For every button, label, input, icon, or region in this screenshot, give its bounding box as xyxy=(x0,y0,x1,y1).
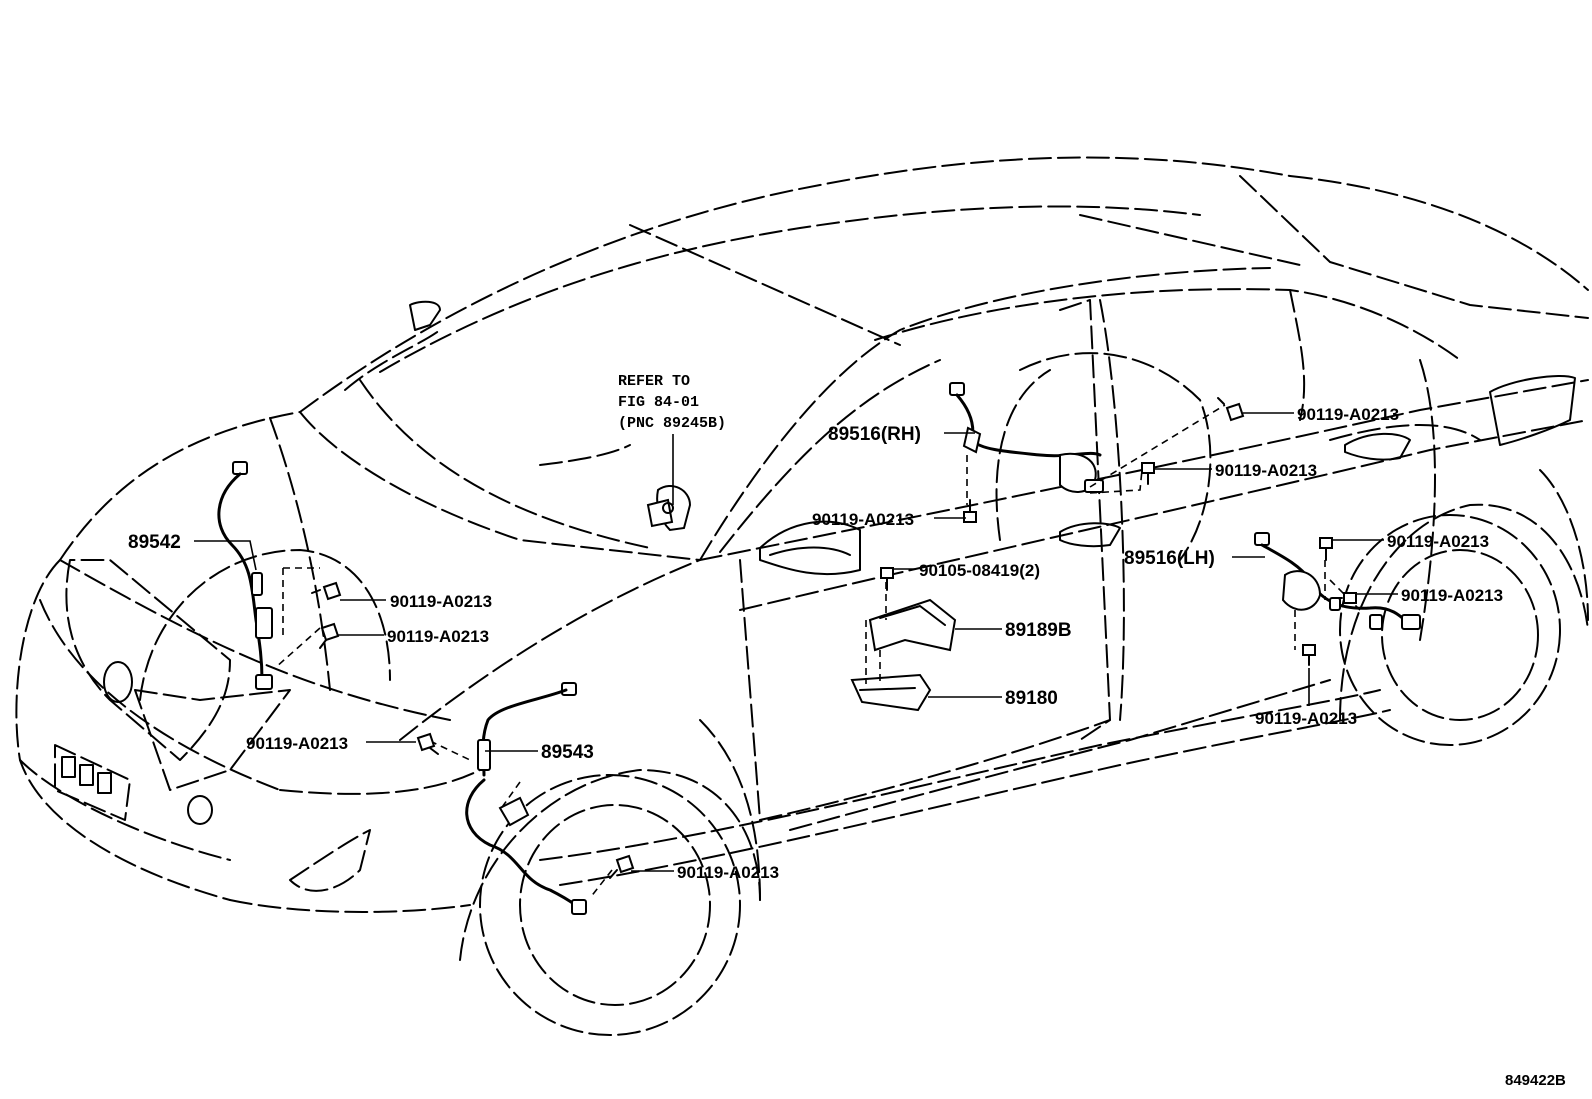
bolt-icon xyxy=(880,567,894,591)
label-89516-lh: 89516(LH) xyxy=(1124,548,1215,569)
bolt-icon xyxy=(1319,537,1333,561)
module-bracket-assembly xyxy=(850,582,957,712)
bolt-icon xyxy=(1302,644,1316,666)
leader-lines xyxy=(194,412,1398,872)
bolt-icon xyxy=(609,854,635,879)
label-bolt-lh-2: 90119-A0213 xyxy=(1401,586,1503,605)
bolts xyxy=(311,397,1357,879)
note-line-1: REFER TO xyxy=(618,373,690,390)
label-bolt-rh-2: 90119-A0213 xyxy=(1297,405,1399,424)
sensor-89543 xyxy=(429,682,613,915)
bolt-icon xyxy=(1333,592,1357,604)
note-refer-to: REFER TO FIG 84-01 (PNC 89245B) xyxy=(618,373,726,432)
bolt-icon xyxy=(1217,397,1245,422)
label-bolt-rh-1: 90119-A0213 xyxy=(812,510,914,529)
label-90105-08419: 90105-08419(2) xyxy=(919,561,1040,580)
yaw-sensor-ref xyxy=(646,485,692,532)
label-89516-rh: 89516(RH) xyxy=(828,424,921,445)
label-89542: 89542 xyxy=(128,532,181,553)
bolt-icon xyxy=(1141,462,1155,485)
label-bolt-fr-3: 90119-A0213 xyxy=(246,734,348,753)
car-outline xyxy=(15,156,1589,1036)
sensor-89516-rh xyxy=(949,382,1226,505)
label-bolt-lh-3: 90119-A0213 xyxy=(1255,709,1357,728)
note-line-2: FIG 84-01 xyxy=(618,394,699,411)
label-89180: 89180 xyxy=(1005,688,1058,709)
bolt-icon xyxy=(311,581,342,601)
label-bolt-rh-3: 90119-A0213 xyxy=(1215,461,1317,480)
label-89543: 89543 xyxy=(541,742,594,763)
label-bolt-fl: 90119-A0213 xyxy=(677,863,779,882)
figure-code: 849422B xyxy=(1505,1072,1566,1089)
sensor-89542 xyxy=(217,461,321,690)
label-bolt-fr-1: 90119-A0213 xyxy=(390,592,492,611)
bolt-icon xyxy=(319,622,340,649)
sensor-89516-lh xyxy=(1254,532,1421,650)
label-bolt-lh-1: 90119-A0213 xyxy=(1387,532,1489,551)
label-89189b: 89189B xyxy=(1005,620,1072,641)
note-line-3: (PNC 89245B) xyxy=(618,415,726,432)
bolt-icon xyxy=(416,732,439,755)
label-bolt-fr-2: 90119-A0213 xyxy=(387,627,489,646)
